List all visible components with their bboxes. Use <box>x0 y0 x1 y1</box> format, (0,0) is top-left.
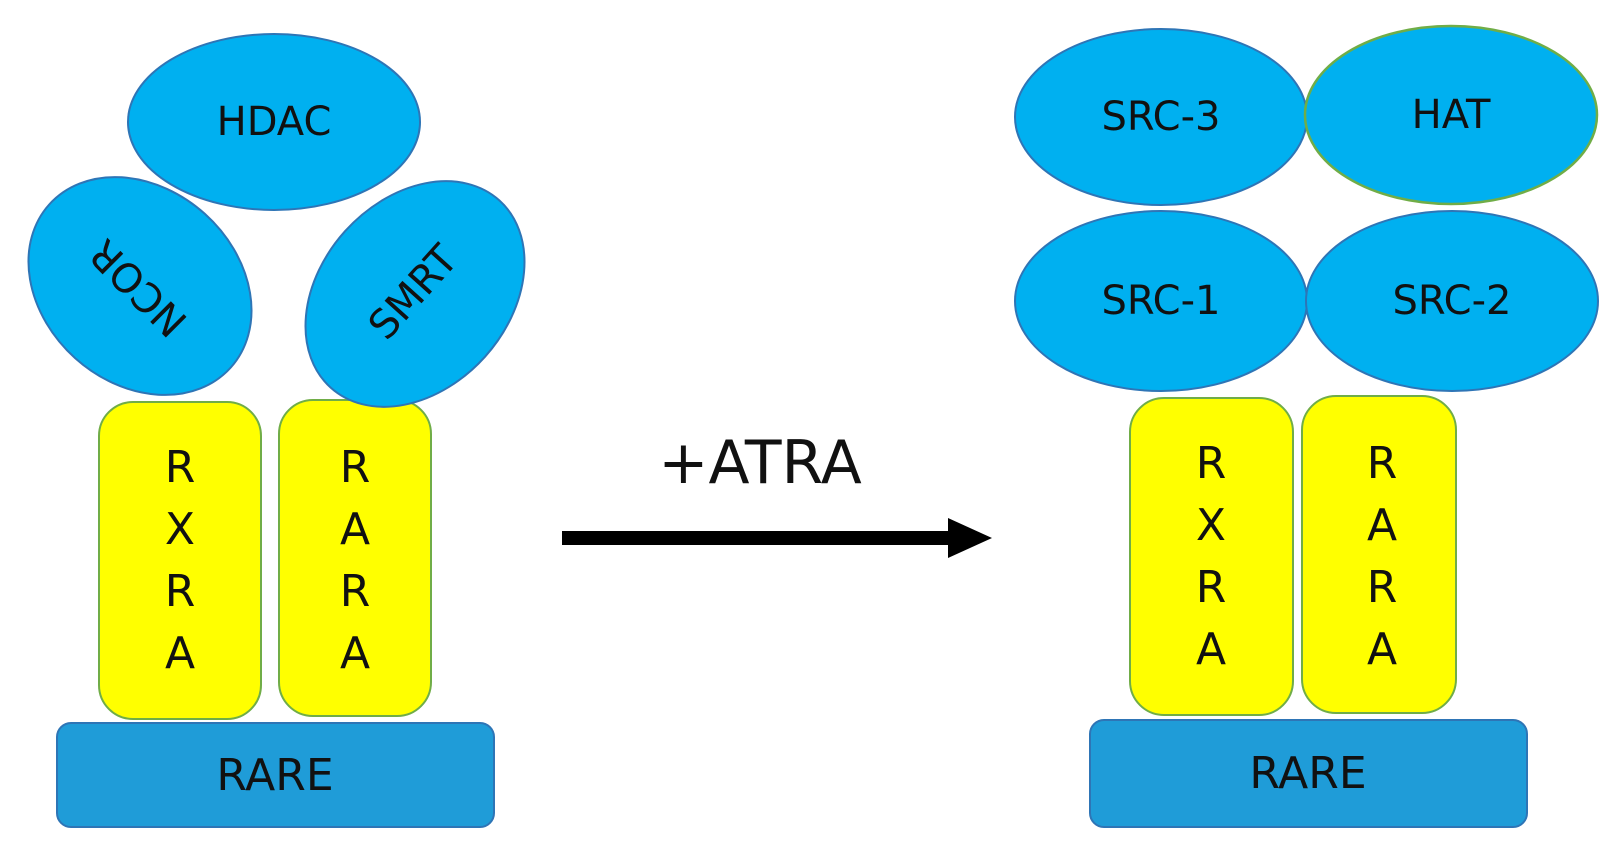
right-rxra-letter: R <box>1196 438 1227 489</box>
right-rxra-letter: A <box>1196 624 1226 675</box>
left-rare-box <box>56 722 495 828</box>
left-ncor-ellipse <box>27 176 253 396</box>
right-src1-label: SRC-1 <box>1101 278 1220 324</box>
left-rxra-box <box>98 401 262 720</box>
left-hdac-label: HDAC <box>217 99 332 145</box>
left-rara-letter: A <box>340 504 370 555</box>
left-rara-letter: R <box>340 442 371 493</box>
right-src2-ellipse <box>1305 210 1599 392</box>
left-rxra-letter: X <box>165 504 195 555</box>
left-rxra-letter: R <box>165 566 196 617</box>
transition-arrow: +ATRA <box>562 428 992 558</box>
left-rare-label: RARE <box>216 750 333 801</box>
right-rara-letter: R <box>1367 562 1398 613</box>
left-complex: RARE R X R A R A R A NCOR SMRT HDAC <box>27 33 526 828</box>
right-hat-ellipse <box>1303 24 1599 206</box>
right-complex: RARE R X R A R A R A SRC-1 SRC-2 SRC-3 H… <box>1014 24 1599 828</box>
right-hat-label: HAT <box>1412 92 1491 138</box>
right-rxra-letter: R <box>1196 562 1227 613</box>
right-rara-letter: A <box>1367 500 1397 551</box>
left-rara-letter: A <box>340 628 370 679</box>
left-rara-letter: R <box>340 566 371 617</box>
right-src3-label: SRC-3 <box>1101 94 1220 140</box>
right-rxra-letter: X <box>1196 500 1226 551</box>
left-hdac-ellipse <box>127 33 421 211</box>
right-src2-label: SRC-2 <box>1392 278 1511 324</box>
right-arrow-icon <box>562 518 992 558</box>
left-rxra-letter: A <box>165 628 195 679</box>
right-rara-box <box>1301 395 1457 714</box>
right-rare-box <box>1089 719 1528 828</box>
left-smrt-ellipse <box>304 180 526 408</box>
right-rara-letter: R <box>1367 438 1398 489</box>
atra-label: +ATRA <box>658 428 862 498</box>
left-rxra-letter: R <box>165 442 196 493</box>
right-rxra-box <box>1129 397 1294 716</box>
right-rare-label: RARE <box>1249 748 1366 799</box>
right-rara-letter: A <box>1367 624 1397 675</box>
